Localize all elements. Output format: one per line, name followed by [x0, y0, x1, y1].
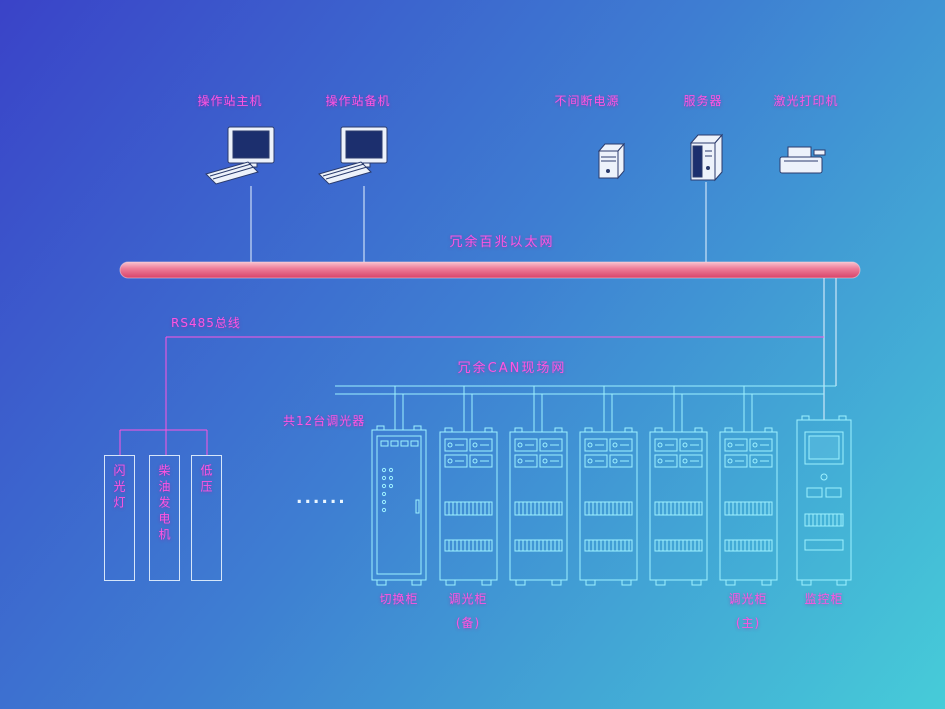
- device-label-server: 服务器: [683, 94, 723, 108]
- switch-cabinet: [371, 425, 427, 586]
- dimmer-cabinet-4: [649, 427, 708, 586]
- field-unit-low-voltage: 低压: [191, 455, 222, 581]
- field-unit-low-voltage-label: 低压: [199, 464, 213, 496]
- field-unit-diesel-generator-label: 柴油发电机: [157, 464, 171, 544]
- printer-icon: [779, 146, 826, 174]
- switch-cabinet-label: 切换柜: [379, 592, 419, 606]
- field-unit-flashlight: 闪光灯: [104, 455, 135, 581]
- dimmer-cabinet-5: [719, 427, 778, 586]
- ethernet-drop-lines: [250, 182, 837, 420]
- ethernet-bus-bar: [119, 261, 861, 279]
- monitoring-cabinet-label: 监控柜: [804, 592, 844, 606]
- dimmer-cabinet-2: [509, 427, 568, 586]
- dimmer-cabinet-3: [579, 427, 638, 586]
- workstation-backup-icon: [318, 126, 388, 185]
- field-unit-flashlight-label: 闪光灯: [112, 464, 126, 512]
- device-label-printer: 激光打印机: [773, 94, 839, 108]
- device-label-workstation-main: 操作站主机: [197, 94, 263, 108]
- can-drop-lines: [394, 386, 753, 432]
- rs485-bus-lines: [119, 336, 824, 455]
- dimmer-count-note: 共12台调光器: [283, 414, 366, 428]
- ethernet-bus-label: 冗余百兆以太网: [449, 235, 555, 250]
- dimmer-cabinet-main-suffix: (主): [735, 616, 761, 630]
- continuation-dots: ......: [296, 488, 347, 508]
- ups-icon: [597, 142, 626, 180]
- dimmer-cabinet-backup-suffix: (备): [455, 616, 481, 630]
- dimmer-cabinet-backup-label: 调光柜: [448, 592, 488, 606]
- device-label-ups: 不间断电源: [554, 94, 620, 108]
- dimmer-cabinet-1: [439, 427, 498, 586]
- monitoring-cabinet: [796, 415, 852, 586]
- device-label-workstation-backup: 操作站备机: [325, 94, 391, 108]
- can-bus-lines: [335, 385, 836, 395]
- workstation-main-icon: [205, 126, 275, 185]
- can-bus-label: 冗余CAN现场网: [457, 361, 567, 376]
- rs485-bus-label: RS485总线: [171, 316, 241, 330]
- field-unit-diesel-generator: 柴油发电机: [149, 455, 180, 581]
- dimmer-cabinet-main-label: 调光柜: [728, 592, 768, 606]
- server-icon: [689, 133, 724, 182]
